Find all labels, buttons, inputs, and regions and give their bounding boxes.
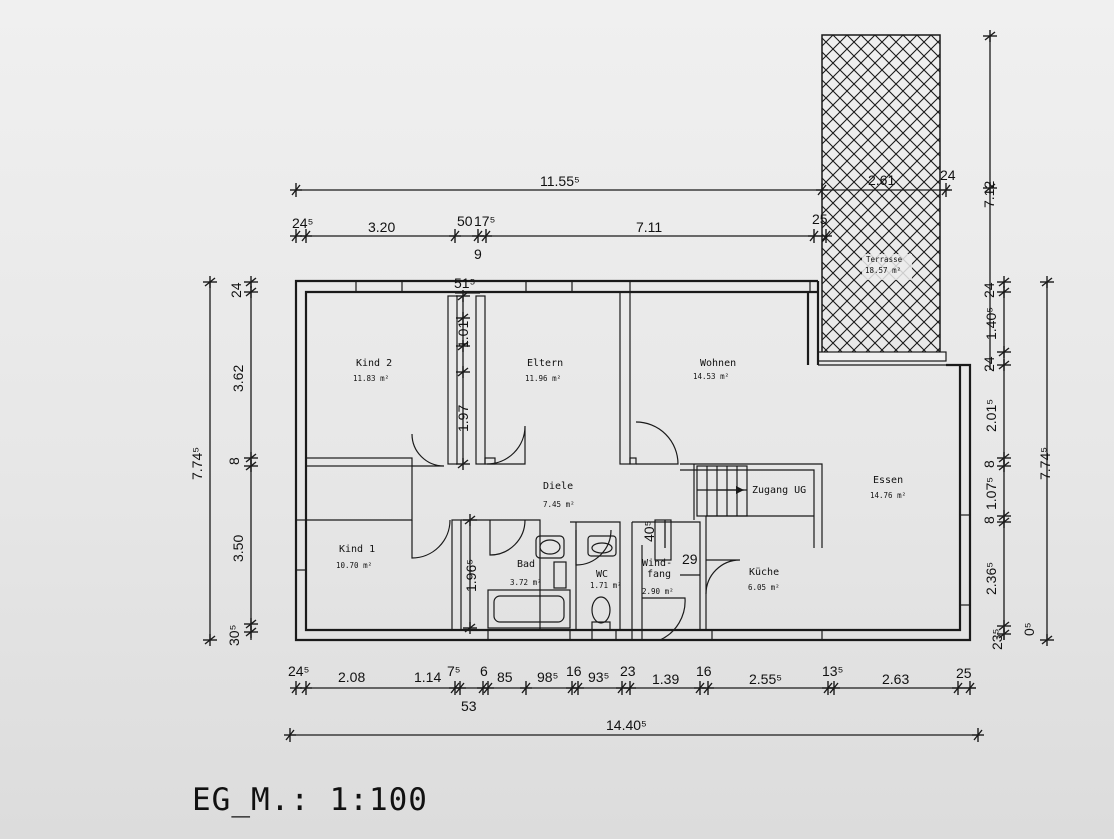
dim-right-3: 2.01⁵ [983, 399, 999, 432]
room-name-wc: WC [596, 569, 608, 580]
room-area-bad: 3.72 m² [510, 578, 542, 587]
dim-right-8: 23⁵ [989, 629, 1005, 650]
sanitary-fixtures [487, 535, 617, 631]
door-swings [411, 421, 741, 641]
dim-top-4: 7.11 [636, 219, 662, 235]
dim-right-overall-top: 7.12 [981, 181, 997, 208]
room-name-eltern: Eltern [527, 358, 563, 369]
room-name-kind1: Kind 1 [339, 544, 375, 555]
dim-left-3: 3.50 [230, 535, 246, 562]
dim-left-0: 24 [228, 282, 244, 298]
dim-top-3: 17⁵ [474, 213, 495, 229]
dim-inner-v1: 1.01 [455, 321, 471, 348]
room-name-kind2: Kind 2 [356, 358, 392, 369]
dim-left-4: 30⁵ [226, 625, 242, 646]
dim-bottom-0: 24⁵ [288, 663, 309, 679]
dim-top-5: 25 [812, 211, 828, 227]
room-area-wc: 1.71 m² [590, 581, 622, 590]
dim-right-0: 24 [981, 282, 997, 298]
dim-bottom-12: 2.55⁵ [749, 671, 782, 687]
dim-bottom-1: 2.08 [338, 669, 365, 685]
dim-bottom-10: 1.39 [652, 671, 679, 687]
dim-right-overall: 7.74⁵ [1037, 447, 1053, 480]
dim-bottom-5: 85 [497, 669, 513, 685]
dim-bottom-9: 23 [620, 663, 636, 679]
room-area-windfang: 2.90 m² [642, 587, 674, 596]
room-name-bad: Bad [517, 559, 535, 570]
dim-right-4: 8 [981, 460, 997, 468]
room-name-zugang: Zugang UG [752, 485, 806, 496]
dim-top-below: 9 [474, 246, 482, 262]
dim-top-terrace-end: 24 [940, 167, 956, 183]
dimension-ticks [203, 30, 1054, 742]
dim-right-2: 24 [981, 356, 997, 372]
dim-inner-29: 29 [682, 551, 698, 567]
dim-bottom-7: 16 [566, 663, 582, 679]
terrace [817, 34, 947, 362]
dim-top-0: 24⁵ [292, 215, 313, 231]
dim-bottom-overall: 14.40⁵ [606, 717, 647, 733]
room-name-windfang-1: Wind- [642, 558, 672, 569]
dim-bottom-4: 6 [480, 663, 488, 679]
room-area-kind1: 10.70 m² [336, 561, 372, 570]
dim-top-1: 3.20 [368, 219, 395, 235]
dim-left-1: 3.62 [230, 365, 246, 392]
room-area-kind2: 11.83 m² [353, 374, 389, 383]
dim-inner-v2: 1.97 [455, 405, 471, 432]
dim-bottom-3: 7⁵ [447, 663, 461, 679]
outer-walls [294, 279, 972, 642]
dim-left-overall: 7.74⁵ [189, 447, 205, 480]
room-name-essen: Essen [873, 475, 903, 486]
dim-bottom-below: 53 [461, 698, 477, 714]
stairs-zugang-ug [696, 465, 748, 517]
dim-right-1: 1.40⁵ [983, 307, 999, 340]
room-area-essen: 14.76 m² [870, 491, 906, 500]
dim-inner-v3: 1.96⁵ [463, 559, 479, 592]
dim-inner-top: 51⁵ [454, 275, 475, 291]
dim-top-2: 50 [457, 213, 473, 229]
room-name-terrasse: Terrasse [866, 255, 903, 264]
dim-right-7: 2.36⁵ [983, 562, 999, 595]
room-area-wohnen: 14.53 m² [693, 372, 729, 381]
dim-left-2: 8 [226, 457, 242, 465]
dim-top-terrace: 2.61 [868, 172, 895, 188]
room-area-diele: 7.45 m² [543, 500, 575, 509]
dim-bottom-11: 16 [696, 663, 712, 679]
dim-bottom-8: 93⁵ [588, 669, 609, 685]
dim-bottom-15: 25 [956, 665, 972, 681]
dim-right-bottom-end: 0⁵ [1021, 622, 1037, 636]
dim-bottom-13: 13⁵ [822, 663, 843, 679]
dim-top-overall: 11.55⁵ [540, 173, 580, 189]
room-name-windfang-2: fang [647, 569, 671, 580]
dim-bottom-6: 98⁵ [537, 669, 558, 685]
scale-label: EG_M.: 1:100 [192, 782, 428, 818]
room-name-kueche: Küche [749, 567, 779, 578]
room-area-eltern: 11.96 m² [525, 374, 561, 383]
room-name-wohnen: Wohnen [700, 358, 736, 369]
room-area-terrasse: 18.57 m² [865, 266, 901, 275]
dim-right-5: 1.07⁵ [983, 477, 999, 510]
dim-right-6: 8 [981, 516, 997, 524]
room-name-diele: Diele [543, 481, 573, 492]
dim-inner-40: 40⁵ [641, 521, 657, 542]
dim-bottom-2: 1.14 [414, 669, 441, 685]
room-area-kueche: 6.05 m² [748, 583, 780, 592]
dim-bottom-14: 2.63 [882, 671, 909, 687]
